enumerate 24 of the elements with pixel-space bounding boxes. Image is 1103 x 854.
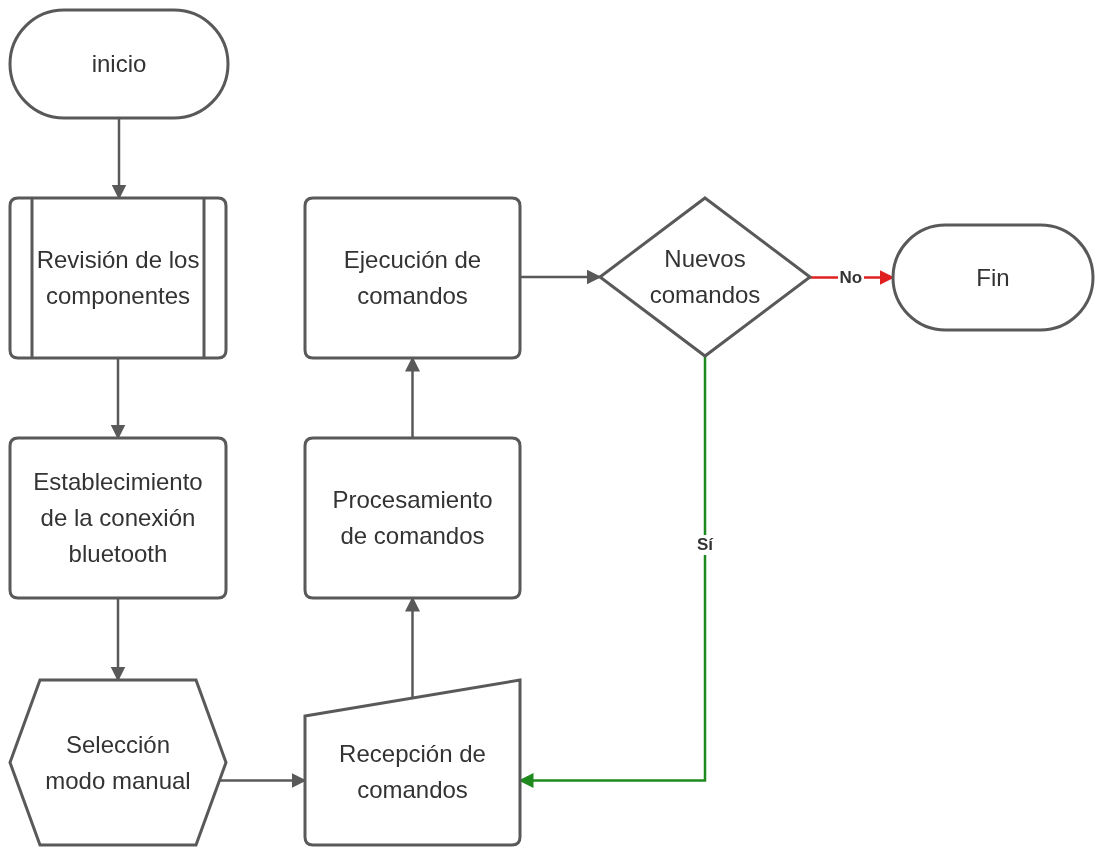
node-label: Selección modo manual [44, 729, 192, 796]
decision-diamond [600, 198, 810, 356]
node-label: Establecimiento de la conexión bluetooth [32, 467, 204, 569]
node-label: Revisión de los componentes [36, 245, 200, 311]
arrow [520, 269, 602, 285]
node-label: inicio [91, 49, 147, 79]
node-label: Fin [976, 262, 1010, 293]
predefined-process-box [10, 198, 226, 358]
edge-label: Sí [695, 535, 716, 555]
process-box [10, 438, 226, 598]
node-label: Recepción de comandos [338, 738, 487, 805]
arrow [111, 118, 127, 200]
start-terminal [10, 10, 228, 118]
arrow [110, 358, 126, 440]
node-label: Procesamiento de comandos [331, 485, 494, 551]
process-box [305, 198, 520, 358]
preparation-hexagon [10, 680, 226, 845]
arrow [110, 598, 126, 682]
end-terminal [893, 225, 1093, 330]
manual-input-shape [305, 680, 520, 845]
node-label: Ejecución de comandos [342, 245, 483, 311]
arrow [219, 773, 307, 788]
node-label: Nuevos comandos [648, 244, 762, 310]
process-box [305, 438, 520, 598]
